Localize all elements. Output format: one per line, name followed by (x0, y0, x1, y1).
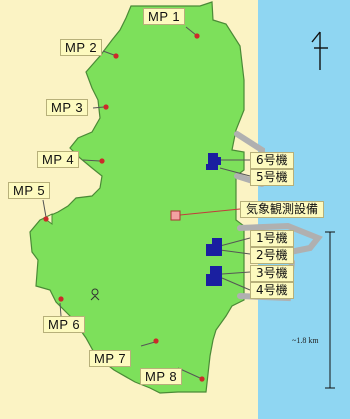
leader-mp2 (102, 50, 115, 56)
reactor-building-2 (206, 244, 222, 256)
leader-mp3 (92, 106, 105, 109)
mp8-label: MP 8 (140, 368, 183, 385)
mp4-label: MP 4 (37, 151, 80, 168)
reactor-building-6 (208, 153, 221, 165)
mp2-label: MP 2 (60, 39, 103, 56)
unit4-label: 4号機 (250, 282, 294, 299)
mp3-label: MP 3 (46, 99, 89, 116)
mp7-point (153, 338, 159, 344)
scale-label: ~1.8 km (292, 336, 319, 345)
mp8-point (199, 376, 205, 382)
monitoring-points (43, 33, 205, 382)
mp4-point (99, 158, 105, 164)
reactor-building-4 (206, 274, 222, 286)
weather-station-label: 気象観測設備 (240, 201, 325, 218)
mp7-label: MP 7 (89, 350, 132, 367)
mp6-label: MP 6 (43, 316, 86, 333)
mp5-label: MP 5 (8, 182, 51, 199)
leader-u2 (219, 249, 251, 255)
leader-mp1 (185, 26, 197, 36)
leader-u5 (219, 167, 251, 177)
unit1-label: 1号機 (250, 230, 294, 247)
mp1-point (194, 33, 200, 39)
leader-weather (179, 208, 241, 216)
unit6-label: 6号機 (250, 152, 294, 169)
leader-mp5 (42, 199, 47, 218)
unit2-label: 2号機 (250, 247, 294, 264)
unit5-label: 5号機 (250, 169, 294, 186)
weather-station-marker (170, 210, 181, 221)
leader-u3 (221, 271, 251, 275)
leader-mp6 (59, 302, 62, 317)
mp6-point (58, 296, 64, 302)
leader-mp7 (140, 341, 156, 347)
reactor-buildings (206, 153, 222, 286)
land-area (29, 1, 245, 394)
leader-u4 (221, 277, 251, 291)
leader-mp4 (82, 159, 101, 162)
north-arrow-icon (311, 31, 328, 70)
reactor-building-5 (206, 164, 218, 170)
mp1-label: MP 1 (143, 8, 186, 25)
mp2-point (113, 53, 119, 59)
mp3-point (103, 104, 109, 110)
facility-icon (90, 288, 100, 301)
scale-bar (325, 231, 335, 389)
leader-u1 (219, 237, 251, 247)
unit3-label: 3号機 (250, 265, 294, 282)
mp5-point (43, 216, 49, 222)
